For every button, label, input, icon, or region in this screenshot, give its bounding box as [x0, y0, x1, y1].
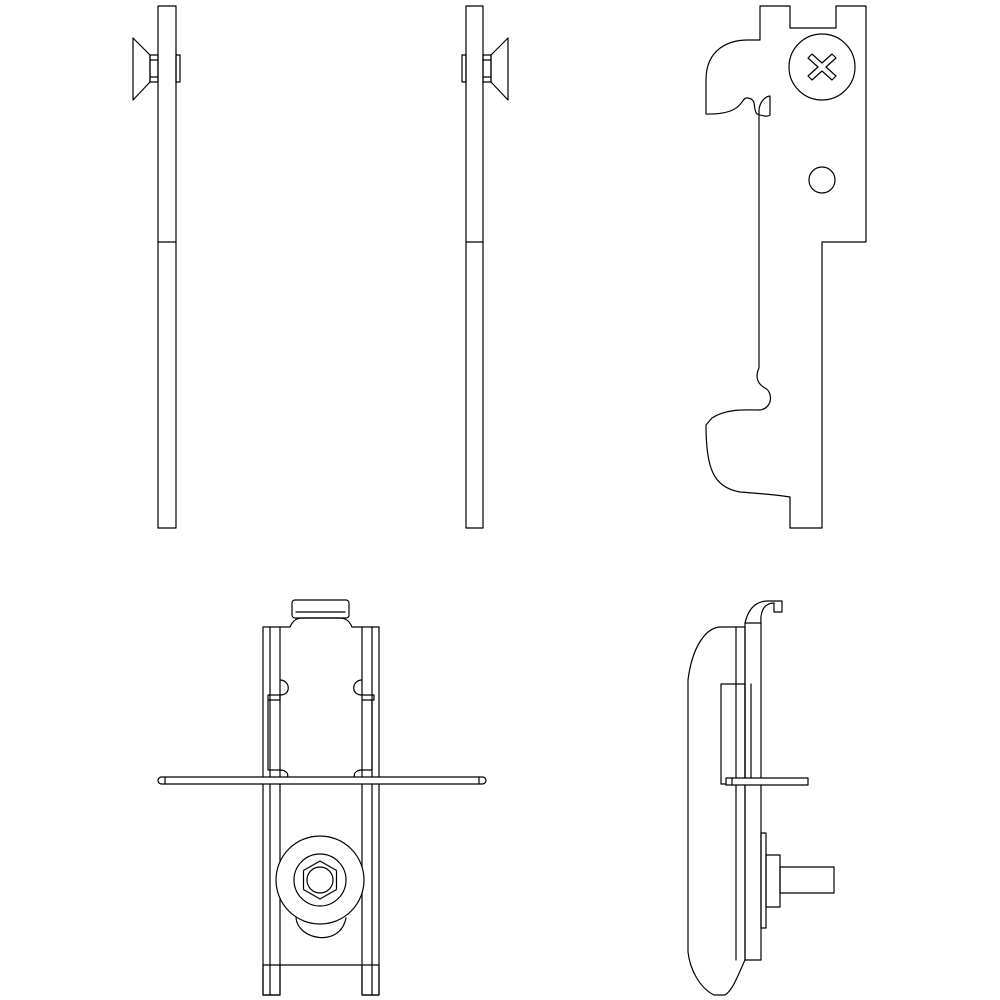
top-tab: [291, 599, 350, 619]
hex-nut-icon: [302, 860, 338, 900]
side-plate: [744, 622, 762, 961]
left-foot: [262, 964, 281, 996]
wheel-hub: [293, 853, 347, 907]
plate-outline: [157, 5, 177, 529]
countersunk-screw-icon: [132, 37, 181, 101]
axle-flange: [760, 832, 767, 929]
round-hole-icon: [808, 166, 836, 194]
wheel-lower-lobe: [295, 917, 347, 939]
inner-window: [267, 694, 375, 771]
bracket-outline: [705, 5, 867, 529]
bottom-side-view: [687, 600, 835, 996]
axle-shaft: [779, 866, 835, 894]
inner-block: [720, 683, 746, 785]
right-wall: [361, 626, 380, 996]
cross-recess-screw-icon: [788, 33, 856, 101]
wheel-outer: [275, 835, 365, 925]
right-side-view: [461, 5, 509, 529]
right-notch: [353, 679, 363, 696]
axle-collar: [765, 854, 781, 908]
left-side-view: [132, 5, 181, 529]
frame-top-edge: [279, 617, 363, 628]
right-foot: [361, 964, 380, 996]
cross-pin: [157, 776, 487, 785]
left-notch: [279, 679, 289, 696]
left-wall: [262, 626, 281, 996]
plate-outline: [465, 5, 484, 529]
front-profile-view: [705, 5, 867, 529]
countersunk-screw-icon: [461, 37, 509, 101]
top-hook: [744, 600, 783, 624]
side-pin: [725, 777, 809, 786]
bottom-top-view: [157, 599, 487, 996]
housing-outline: [687, 626, 746, 996]
